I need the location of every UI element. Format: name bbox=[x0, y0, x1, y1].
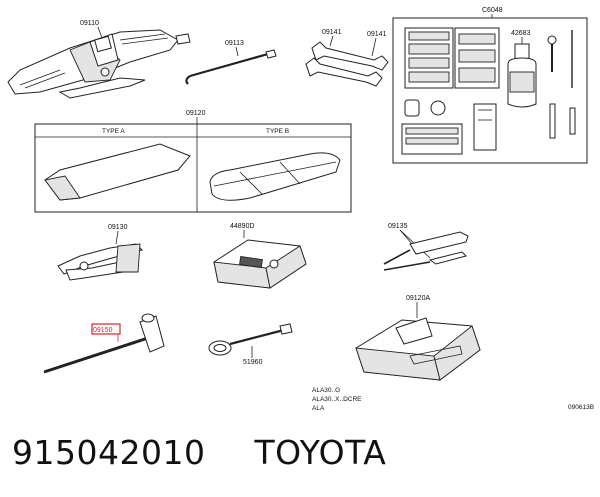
part-number: 915042010 bbox=[12, 433, 206, 472]
label-type-a: TYPE A bbox=[102, 128, 125, 135]
sealant-bottle[interactable]: 42683 bbox=[507, 30, 537, 108]
footer-caption: 915042010 TOYOTA bbox=[12, 433, 386, 483]
screwdriver[interactable]: 09135 bbox=[383, 223, 469, 271]
tool-box-case[interactable]: 09120A bbox=[355, 295, 481, 381]
parts-diagram: 09110 09113 09141 09141 C6048 bbox=[7, 7, 594, 412]
brand-name: TOYOTA bbox=[254, 433, 387, 472]
label-type-b: TYPE B bbox=[266, 128, 289, 135]
label-wrench-a: 09141 bbox=[322, 29, 342, 36]
label-compressor: 44890D bbox=[230, 223, 255, 230]
label-jack: 09110 bbox=[80, 20, 99, 27]
tow-eye-bolt[interactable]: 51960 bbox=[208, 323, 293, 366]
label-highlight-box bbox=[91, 323, 121, 335]
jack-handle-rod[interactable]: 09113 bbox=[185, 40, 277, 85]
label-box-tool: 09120A bbox=[406, 295, 430, 302]
note-line-1: ALA30..G bbox=[312, 387, 340, 394]
model-notes: ALA30..G ALA30..X..DCRE ALA bbox=[312, 387, 362, 412]
label-tool-bag: 09120 bbox=[186, 110, 206, 117]
valve-tool-items[interactable] bbox=[547, 30, 576, 139]
wrench-set[interactable]: 09141 09141 bbox=[305, 29, 389, 87]
jack-assembly[interactable]: 09110 bbox=[7, 20, 191, 99]
pliers[interactable]: 09130 bbox=[57, 224, 143, 281]
figure-code: 090613B bbox=[568, 404, 594, 411]
tool-bag-group[interactable]: 09120 TYPE A TYPE B bbox=[34, 110, 352, 213]
label-wrench-b: 09141 bbox=[367, 31, 387, 38]
label-screwdriver: 09135 bbox=[388, 223, 408, 230]
label-pliers: 09130 bbox=[108, 224, 128, 231]
label-bottle: 42683 bbox=[511, 30, 531, 37]
note-line-2: ALA30..X..DCRE bbox=[312, 396, 362, 403]
label-eye-bolt: 51960 bbox=[243, 359, 263, 366]
kit-case[interactable]: C6048 bbox=[392, 7, 588, 164]
tire-compressor[interactable]: 44890D bbox=[213, 223, 307, 289]
note-line-3: ALA bbox=[312, 405, 325, 412]
lug-wrench[interactable]: 09150 bbox=[43, 313, 165, 374]
label-kit-case: C6048 bbox=[482, 7, 503, 14]
label-lug-wrench: 09150 bbox=[93, 327, 113, 334]
label-handle-rod: 09113 bbox=[225, 40, 244, 47]
